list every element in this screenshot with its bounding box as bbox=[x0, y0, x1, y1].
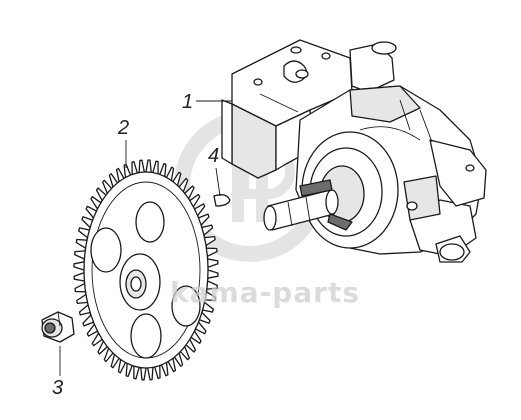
callout-4: 4 bbox=[208, 145, 219, 167]
callout-1: 1 bbox=[182, 91, 193, 113]
callout-2: 2 bbox=[117, 117, 129, 139]
leader-lines bbox=[59, 100, 232, 376]
oil-pump-assembly bbox=[221, 39, 487, 263]
watermark-text: kama-parts bbox=[170, 276, 360, 309]
drive-gear bbox=[73, 159, 219, 381]
hex-nut bbox=[41, 311, 75, 343]
woodruff-key bbox=[213, 194, 231, 207]
callout-3: 3 bbox=[52, 377, 63, 399]
